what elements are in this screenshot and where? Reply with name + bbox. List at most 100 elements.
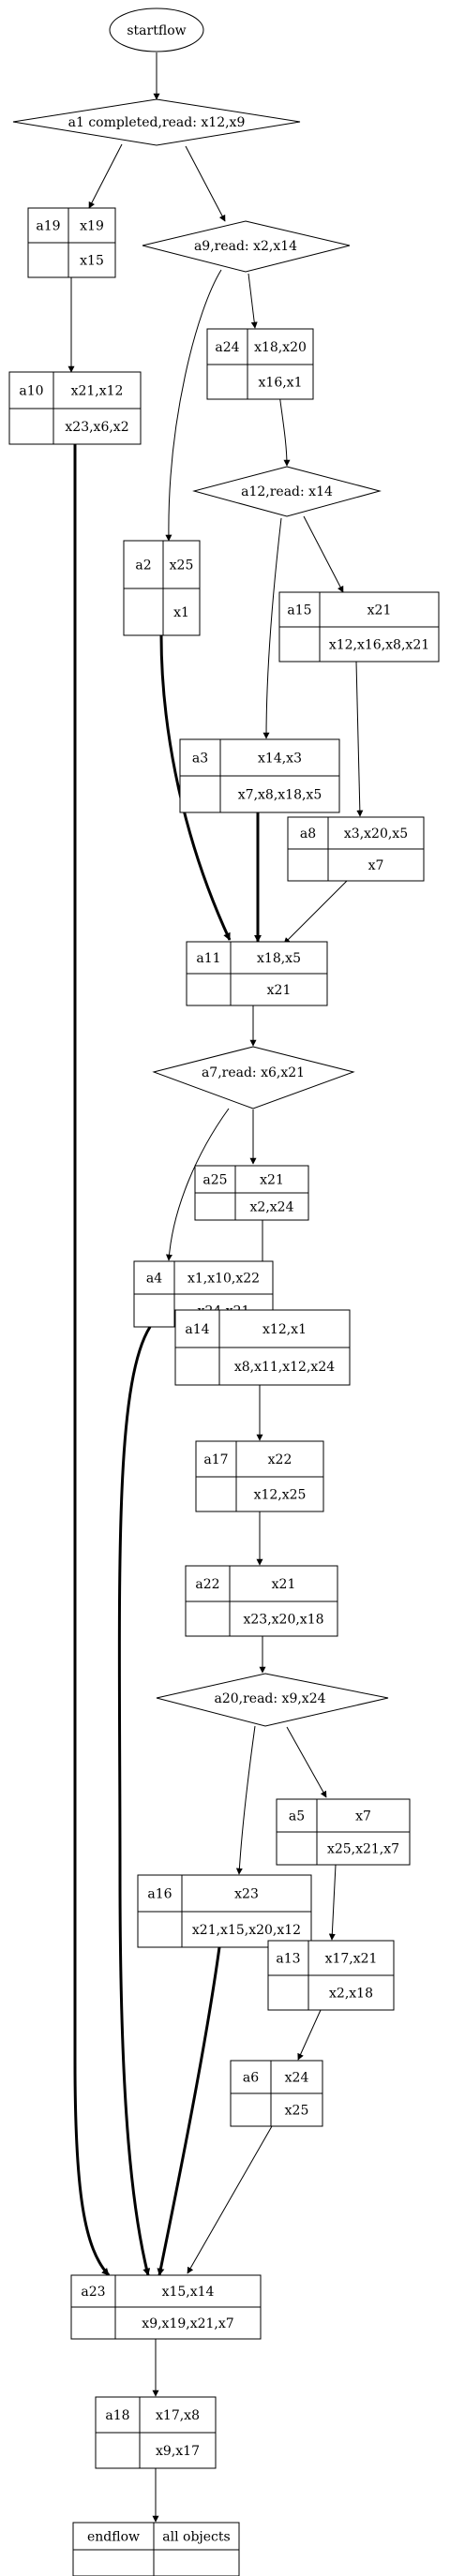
node-endflow-top: all objects: [162, 2530, 230, 2545]
node-a25: a25 x21 x2,x24: [194, 1165, 309, 1221]
edge-a8-a11: [283, 880, 348, 945]
node-a23-bottom: x9,x19,x21,x7: [142, 2316, 233, 2331]
node-a24-top: x18,x20: [254, 340, 307, 355]
edge-a5-a13: [328, 1864, 337, 1941]
node-a5-top: x7: [355, 1809, 371, 1824]
node-a14-top: x12,x1: [262, 1322, 307, 1337]
decision-a9: a9,read: x2,x14: [142, 220, 351, 273]
edge-a9-a24: [248, 273, 258, 329]
node-a13-id: a13: [276, 1952, 300, 1967]
node-a4-id: a4: [146, 1272, 162, 1287]
start-label: startflow: [127, 23, 186, 38]
node-a17: a17 x22 x12,x25: [195, 1440, 324, 1512]
node-a10-id: a10: [19, 384, 43, 399]
edge-a10-a23: [72, 443, 111, 2277]
edge-a12-a3: [262, 517, 282, 739]
node-a4-top: x1,x10,x22: [188, 1272, 260, 1287]
node-a11-id: a11: [196, 951, 220, 966]
decision-a7-label: a7,read: x6,x21: [202, 1065, 305, 1080]
node-a22-bottom: x23,x20,x18: [243, 1613, 323, 1628]
edge-a13-a6: [297, 2009, 322, 2061]
node-a16-top: x23: [234, 1887, 259, 1902]
node-a2-top: x25: [170, 558, 194, 573]
edge-a20-a16: [235, 1725, 256, 1875]
node-a22: a22 x21 x23,x20,x18: [185, 1565, 338, 1637]
edge-a4-a23: [117, 1326, 152, 2276]
edge-a1-a19: [88, 143, 123, 209]
decision-a12: a12,read: x14: [192, 466, 382, 517]
decision-a20: a20,read: x9,x24: [156, 1673, 389, 1727]
node-a14-id: a14: [185, 1322, 209, 1337]
node-a2-bottom: x1: [173, 605, 189, 620]
node-a22-top: x21: [272, 1577, 296, 1592]
edge-a1-a9: [185, 145, 226, 222]
node-a25-id: a25: [202, 1173, 227, 1188]
edge-a9-a2: [165, 269, 222, 542]
node-a13-top: x17,x21: [325, 1952, 378, 1967]
node-a3: a3 x14,x3 x7,x8,x18,x5: [179, 738, 340, 813]
node-a16-bottom: x21,x15,x20,x12: [192, 1923, 301, 1938]
node-a6-bottom: x25: [285, 2104, 309, 2119]
node-a10-top: x21,x12: [71, 384, 124, 399]
node-a23-top: x15,x14: [162, 2285, 215, 2300]
node-a18-top: x17,x8: [156, 2408, 200, 2423]
decision-a7: a7,read: x6,x21: [152, 1046, 355, 1109]
decision-a12-label: a12,read: x14: [241, 484, 333, 499]
node-a8-bottom: x7: [368, 858, 384, 873]
node-a10: a10 x21,x12 x23,x6,x2: [8, 371, 142, 445]
node-a3-id: a3: [192, 752, 208, 767]
node-a2: a2 x25 x1: [123, 540, 201, 636]
node-a19-top: x19: [80, 219, 104, 234]
node-a3-top: x14,x3: [258, 752, 302, 767]
node-a11-bottom: x21: [267, 983, 292, 998]
node-a22-id: a22: [195, 1577, 219, 1592]
decision-a20-label: a20,read: x9,x24: [214, 1691, 325, 1706]
edge-a6-a23: [187, 2125, 273, 2274]
node-a15-id: a15: [287, 603, 311, 618]
decision-a1: a1 completed,read: x12,x9: [12, 98, 301, 146]
edge-a16-a23: [157, 1946, 221, 2276]
node-a11-top: x18,x5: [257, 951, 301, 966]
edge-a12-a15: [303, 515, 344, 593]
node-a19: a19 x19 x15: [27, 207, 116, 278]
decision-a1-label: a1 completed,read: x12,x9: [68, 115, 246, 130]
node-a5-bottom: x25,x21,x7: [327, 1842, 399, 1857]
node-a8-top: x3,x20,x5: [344, 826, 408, 841]
node-a15-top: x21: [368, 603, 392, 618]
node-a19-id: a19: [36, 219, 60, 234]
node-a24-bottom: x16,x1: [259, 376, 303, 391]
decision-a9-label: a9,read: x2,x14: [194, 239, 297, 254]
node-a17-id: a17: [203, 1452, 228, 1467]
node-a6-id: a6: [243, 2071, 259, 2086]
node-a10-bottom: x23,x6,x2: [65, 420, 128, 435]
node-a25-top: x21: [260, 1173, 284, 1188]
node-a14-bottom: x8,x11,x12,x24: [234, 1360, 335, 1375]
node-a16: a16 x23 x21,x15,x20,x12: [137, 1874, 312, 1948]
node-a17-top: x22: [268, 1452, 292, 1467]
node-a6: a6 x24 x25: [230, 2060, 323, 2127]
node-a23-id: a23: [81, 2285, 105, 2300]
node-a17-bottom: x12,x25: [254, 1488, 307, 1503]
node-a13: a13 x17,x21 x2,x18: [267, 1940, 395, 2011]
node-a3-bottom: x7,x8,x18,x5: [238, 788, 322, 803]
node-a15-bottom: x12,x16,x8,x21: [329, 638, 429, 653]
edge-a15-a8: [355, 661, 364, 817]
edge-a7-a4: [165, 1108, 230, 1261]
node-a6-top: x24: [285, 2071, 309, 2086]
start-node: startflow: [109, 7, 204, 52]
node-a2-id: a2: [135, 558, 151, 573]
node-a11: a11 x18,x5 x21: [186, 941, 328, 1006]
node-endflow-id: endflow: [87, 2530, 140, 2545]
node-a13-bottom: x2,x18: [329, 1987, 373, 2002]
edge-a2-a11: [159, 634, 232, 941]
node-a16-id: a16: [147, 1887, 172, 1902]
node-a15: a15 x21 x12,x16,x8,x21: [278, 591, 440, 663]
node-a25-bottom: x2,x24: [250, 1200, 294, 1215]
node-a18-bottom: x9,x17: [156, 2444, 200, 2459]
node-a19-bottom: x15: [80, 254, 104, 269]
